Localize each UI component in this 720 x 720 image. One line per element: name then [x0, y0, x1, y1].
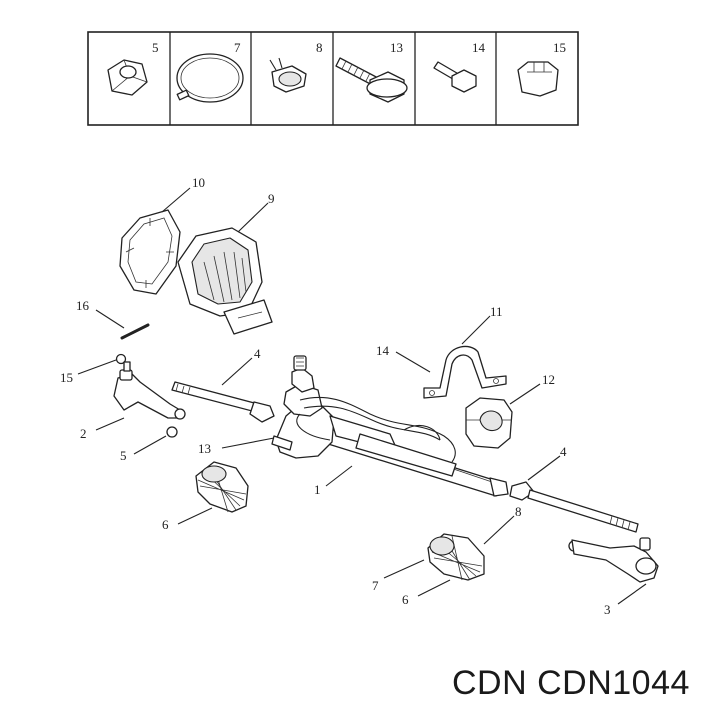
callout-5: 5: [120, 448, 127, 463]
callout-14: 14: [376, 343, 390, 358]
left-tie-rod-end: [113, 361, 186, 420]
mounting-bracket: [423, 345, 507, 399]
left-bellows-boot: [195, 461, 249, 513]
inset-label-7: 7: [234, 40, 241, 55]
callout-6-right: 6: [402, 592, 409, 607]
dust-seal-ring: [119, 209, 181, 295]
castle-nut-drawing: [517, 61, 559, 97]
callout-16: 16: [76, 298, 90, 313]
leader-lines: [77, 187, 647, 605]
small-bolt-14-drawing: [433, 61, 477, 93]
small-parts-table: 5 7 8 13 14 15: [87, 31, 579, 126]
inset-label-8: 8: [316, 40, 323, 55]
inset-label-14: 14: [472, 40, 486, 55]
callout-13: 13: [198, 441, 211, 456]
callout-numbers: 10 9 16 15 4 2 5 13 14 11 12 1 4 6 8 7 6…: [60, 175, 611, 617]
flange-bolt-13-drawing: [335, 57, 408, 103]
right-bellows-boot: [427, 533, 485, 581]
castle-nut-marker-left: [115, 353, 127, 365]
callout-7: 7: [372, 578, 379, 593]
steering-grommet-boot: [177, 227, 273, 335]
callout-3: 3: [604, 602, 611, 617]
callout-9: 9: [268, 191, 275, 206]
hex-nut-drawing: [107, 59, 148, 96]
callout-10: 10: [192, 175, 205, 190]
rubber-bushing: [465, 397, 513, 449]
clamp-ring-drawing: [176, 53, 244, 103]
callout-4-left: 4: [254, 346, 261, 361]
left-inner-tie-rod: [171, 381, 275, 423]
callout-6-left: 6: [162, 517, 169, 532]
inset-label-13: 13: [390, 40, 403, 55]
hose-clip-drawing: [269, 57, 307, 93]
callout-11: 11: [490, 304, 503, 319]
callout-2: 2: [80, 426, 87, 441]
cotter-pin: [120, 323, 150, 340]
steering-rack-housing: [271, 355, 509, 497]
part-number-caption: CDN CDN1044: [452, 664, 690, 702]
callout-12: 12: [542, 372, 555, 387]
inset-label-5: 5: [152, 40, 159, 55]
callout-8: 8: [515, 504, 522, 519]
inset-label-15: 15: [553, 40, 566, 55]
callout-4-right: 4: [560, 444, 567, 459]
right-tie-rod-end: [568, 537, 659, 583]
callout-1: 1: [314, 482, 321, 497]
right-inner-tie-rod: [509, 481, 639, 533]
callout-15: 15: [60, 370, 73, 385]
nut-marker-left: [166, 426, 178, 438]
